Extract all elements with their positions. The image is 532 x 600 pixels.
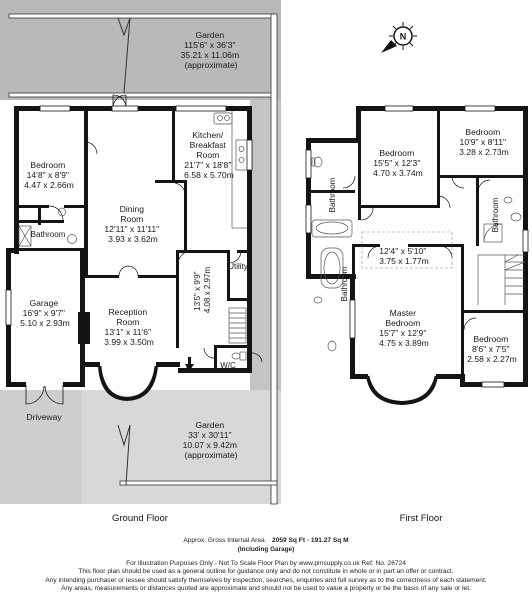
boundary-bottom — [119, 480, 278, 486]
garage-doors — [25, 385, 64, 405]
garden-scale-break-bottom — [117, 424, 131, 486]
ground-windows — [5, 105, 253, 326]
first-windows — [305, 105, 529, 388]
ground-staircase — [228, 307, 247, 344]
disclaimer-line: This floor plan should be used as a gene… — [78, 568, 454, 576]
dining-french-doors — [112, 94, 127, 107]
disclaimer: For Illustration Purposes Only - Not To … — [0, 560, 532, 594]
driveway-area — [0, 390, 82, 504]
area-separator: - — [306, 537, 310, 544]
label-ensuite: Bathroom — [340, 266, 349, 301]
first-floor-interior — [308, 108, 526, 399]
label-hall: 13'5" x 9'9" 4.08 x 2.97m — [193, 267, 212, 314]
boundary-top — [8, 13, 275, 19]
compass-letter: N — [400, 32, 407, 42]
label-bathroom-right: Bathroom — [491, 197, 500, 232]
reception-bay-window — [98, 365, 158, 402]
reception-chimney — [78, 312, 90, 344]
kitchen-fittings — [213, 111, 248, 229]
boundary-top-lower — [8, 92, 275, 98]
first-floor-plan — [305, 105, 529, 406]
label-master: Master Bedroom 15'7" x 12'9" 4.75 x 3.89… — [379, 308, 429, 348]
ground-internal-doors — [48, 141, 263, 363]
first-staircase — [477, 254, 526, 305]
label-bedroom-centre: Bedroom 15'5" x 12'3" 4.70 x 3.74m — [373, 148, 423, 178]
label-bedroom-small: Bedroom 8'6" x 7'5" 2.58 x 2.27m — [467, 334, 517, 364]
label-bedroom-ground: Bedroom 14'8" x 8'9" 4.47 x 2.66m — [24, 160, 74, 190]
first-labels: Bedroom 15'5" x 12'3" 4.70 x 3.74m Bedro… — [328, 127, 517, 524]
area-note: (Including Garage) — [237, 546, 295, 553]
label-bedroom-right: Bedroom 10'9" x 8'11" 3.28 x 2.73m — [459, 127, 509, 157]
disclaimer-line: Any intending purchaser or lessee should… — [45, 576, 487, 584]
ground-bathroom-fittings — [18, 207, 77, 247]
compass-icon: N — [381, 22, 417, 53]
label-bathroom-left: Bathroom — [328, 177, 337, 212]
ground-labels: Garden 115'6" x 36'3" 35.21 x 11.06m (ap… — [20, 30, 248, 524]
label-bathroom-ground: Bathroom — [31, 230, 66, 239]
label-kitchen: Kitchen/ Breakfast Room 21'7" x 18'8" 6.… — [184, 130, 234, 180]
entrance-arrow-icon — [185, 357, 194, 372]
landing-outline — [361, 231, 453, 269]
area-sqm: 191.27 Sq M — [310, 537, 349, 544]
ground-floor-title: Ground Floor — [112, 513, 168, 524]
label-reception: Reception Room 13'1" x 11'6" 3.99 x 3.50… — [104, 307, 154, 347]
area-sqft: 2059 Sq Ft — [272, 537, 306, 544]
first-internal-doors — [342, 175, 491, 331]
disclaimer-line: For Illustration Purposes Only - Not To … — [126, 560, 406, 567]
label-dining: Dining Room 12'11" x 11'11" 3.93 x 3.62m — [104, 204, 161, 244]
ground-floor-interior — [6, 108, 250, 396]
first-bathroom-fittings — [311, 156, 522, 352]
boundary-right — [270, 13, 278, 505]
label-garden-bottom: Garden 33' x 30'11" 10.07 x 9.42m (appro… — [183, 420, 240, 460]
master-bay-window — [366, 375, 438, 406]
first-floor-title: First Floor — [400, 513, 443, 524]
label-wc: W/C — [220, 361, 236, 370]
first-interior-walls — [308, 108, 525, 386]
disclaimer-line: Any areas, measurements or distances quo… — [61, 585, 471, 593]
label-landing: 12'4" x 5'10" 3.75 x 1.77m — [379, 246, 429, 266]
area-summary: Approx. Gross Internal Area 2059 Sq Ft -… — [0, 537, 532, 544]
garden-scale-break-top — [117, 17, 131, 94]
area-label: Approx. Gross Internal Area — [183, 537, 265, 544]
label-garage: Garage 16'9" x 9'7" 5.10 x 2.93m — [20, 298, 70, 328]
wc-fittings — [231, 351, 247, 361]
ground-interior-walls — [14, 108, 250, 370]
label-utility: Utility — [228, 262, 248, 271]
label-garden-top: Garden 115'6" x 36'3" 35.21 x 11.06m (ap… — [181, 30, 242, 70]
ground-floor-plan — [0, 0, 281, 505]
label-driveway: Driveway — [26, 412, 62, 422]
